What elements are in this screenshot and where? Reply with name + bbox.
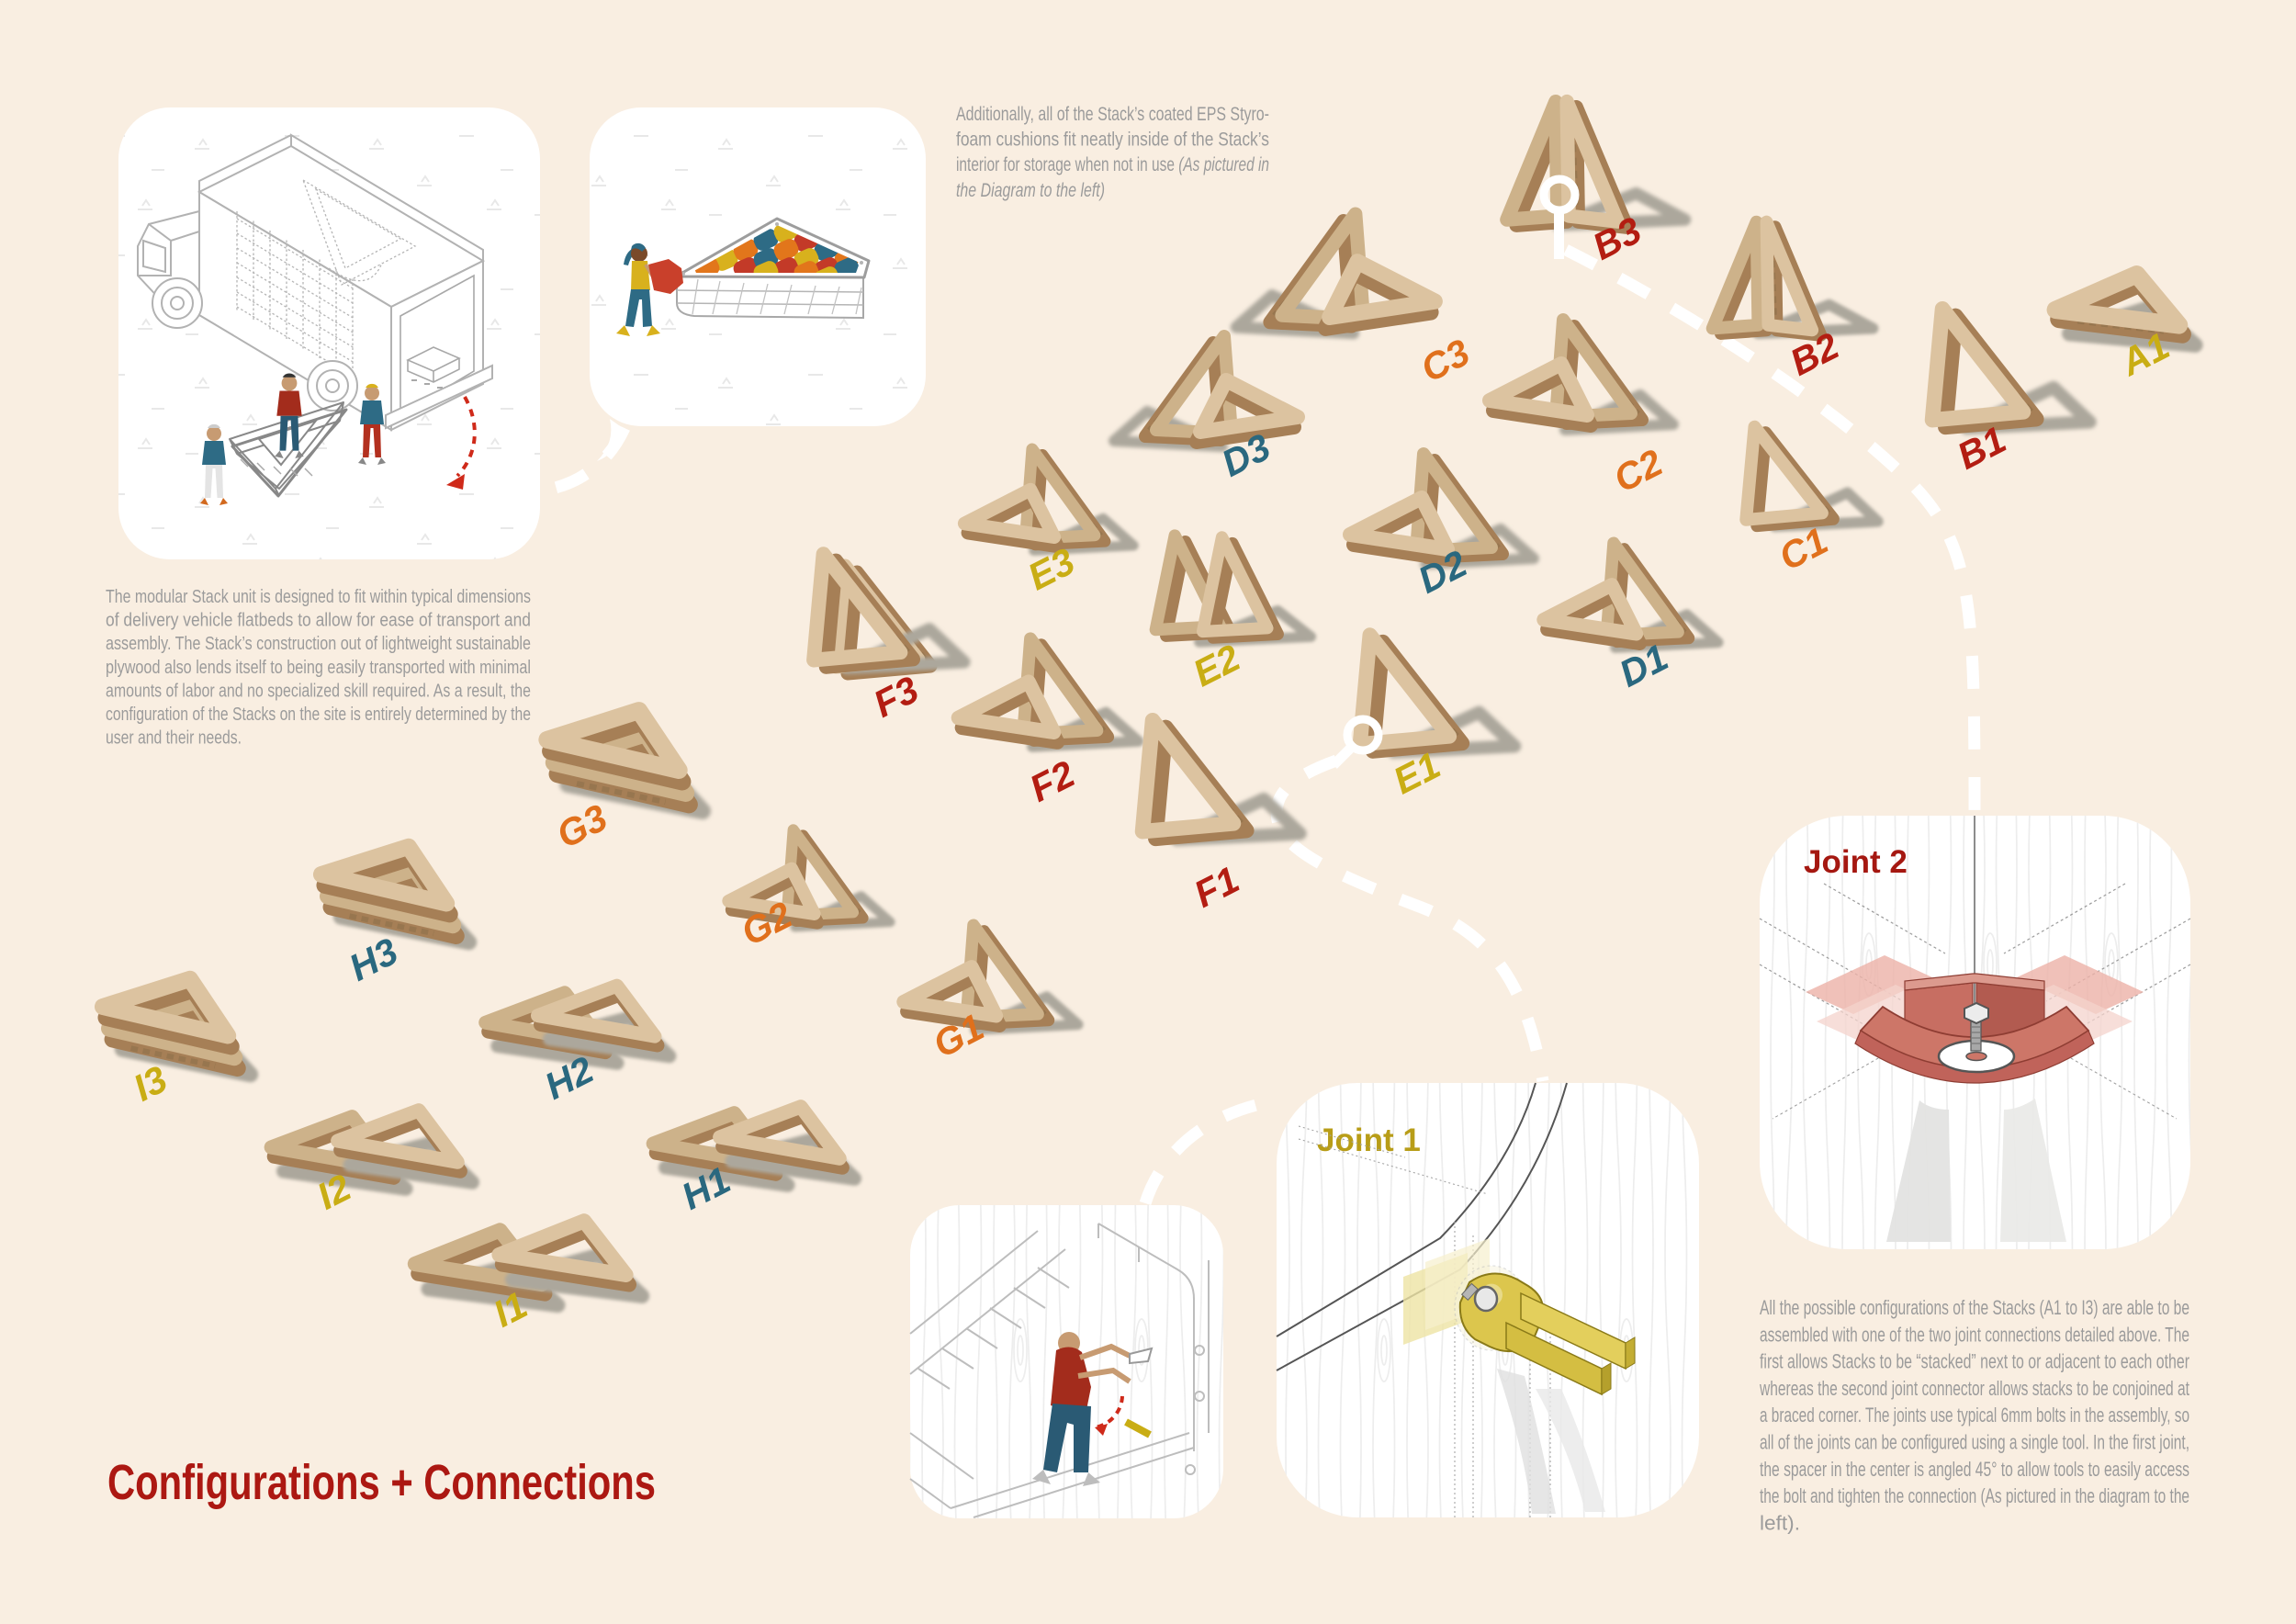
svg-text:Additionally, all of the Stack: Additionally, all of the Stack’s coated … [956,104,1269,125]
svg-text:first allows Stacks to be “sta: first allows Stacks to be “stacked” next… [1760,1350,2189,1373]
svg-text:the Diagram to the left): the Diagram to the left) [956,180,1105,201]
svg-text:left).: left). [1760,1511,1800,1534]
svg-text:foam cushions fit neatly insid: foam cushions fit neatly inside of the S… [956,130,1269,151]
svg-text:plywood also lends itself to b: plywood also lends itself to being easil… [106,658,531,678]
svg-text:the bolt and tighten the conne: the bolt and tighten the connection (As … [1760,1484,2189,1507]
svg-text:The modular Stack unit is desi: The modular Stack unit is designed to fi… [106,587,531,607]
svg-text:assembly. The Stack’s construc: assembly. The Stack’s construction out o… [106,634,531,654]
svg-text:Joint 1: Joint 1 [1317,1122,1421,1158]
svg-text:a braced corner. The joints us: a braced corner. The joints use typical … [1760,1404,2189,1427]
svg-text:All the possible configuration: All the possible configurations of the S… [1760,1296,2189,1319]
svg-text:the spacer in the center is an: the spacer in the center is angled 45° t… [1760,1458,2189,1481]
svg-text:of delivery vehicle flatbeds t: of delivery vehicle flatbeds to allow fo… [106,611,531,631]
svg-text:user and their needs.: user and their needs. [106,728,242,749]
svg-text:amounts of labor and no specia: amounts of labor and no specialized skil… [106,681,531,701]
svg-text:all of the joints can be confi: all of the joints can be configured usin… [1760,1431,2189,1454]
svg-text:configuration of the Stacks on: configuration of the Stacks on the site … [106,705,531,725]
svg-text:Joint 2: Joint 2 [1804,844,1908,880]
svg-text:assembled with one of the two: assembled with one of the two joint conn… [1760,1323,2189,1346]
svg-text:interior for storage when not: interior for storage when not in use (As… [956,154,1269,175]
svg-text:Configurations + Connections: Configurations + Connections [107,1455,656,1510]
svg-text:whereas the second joint conne: whereas the second joint connector allow… [1759,1377,2189,1400]
